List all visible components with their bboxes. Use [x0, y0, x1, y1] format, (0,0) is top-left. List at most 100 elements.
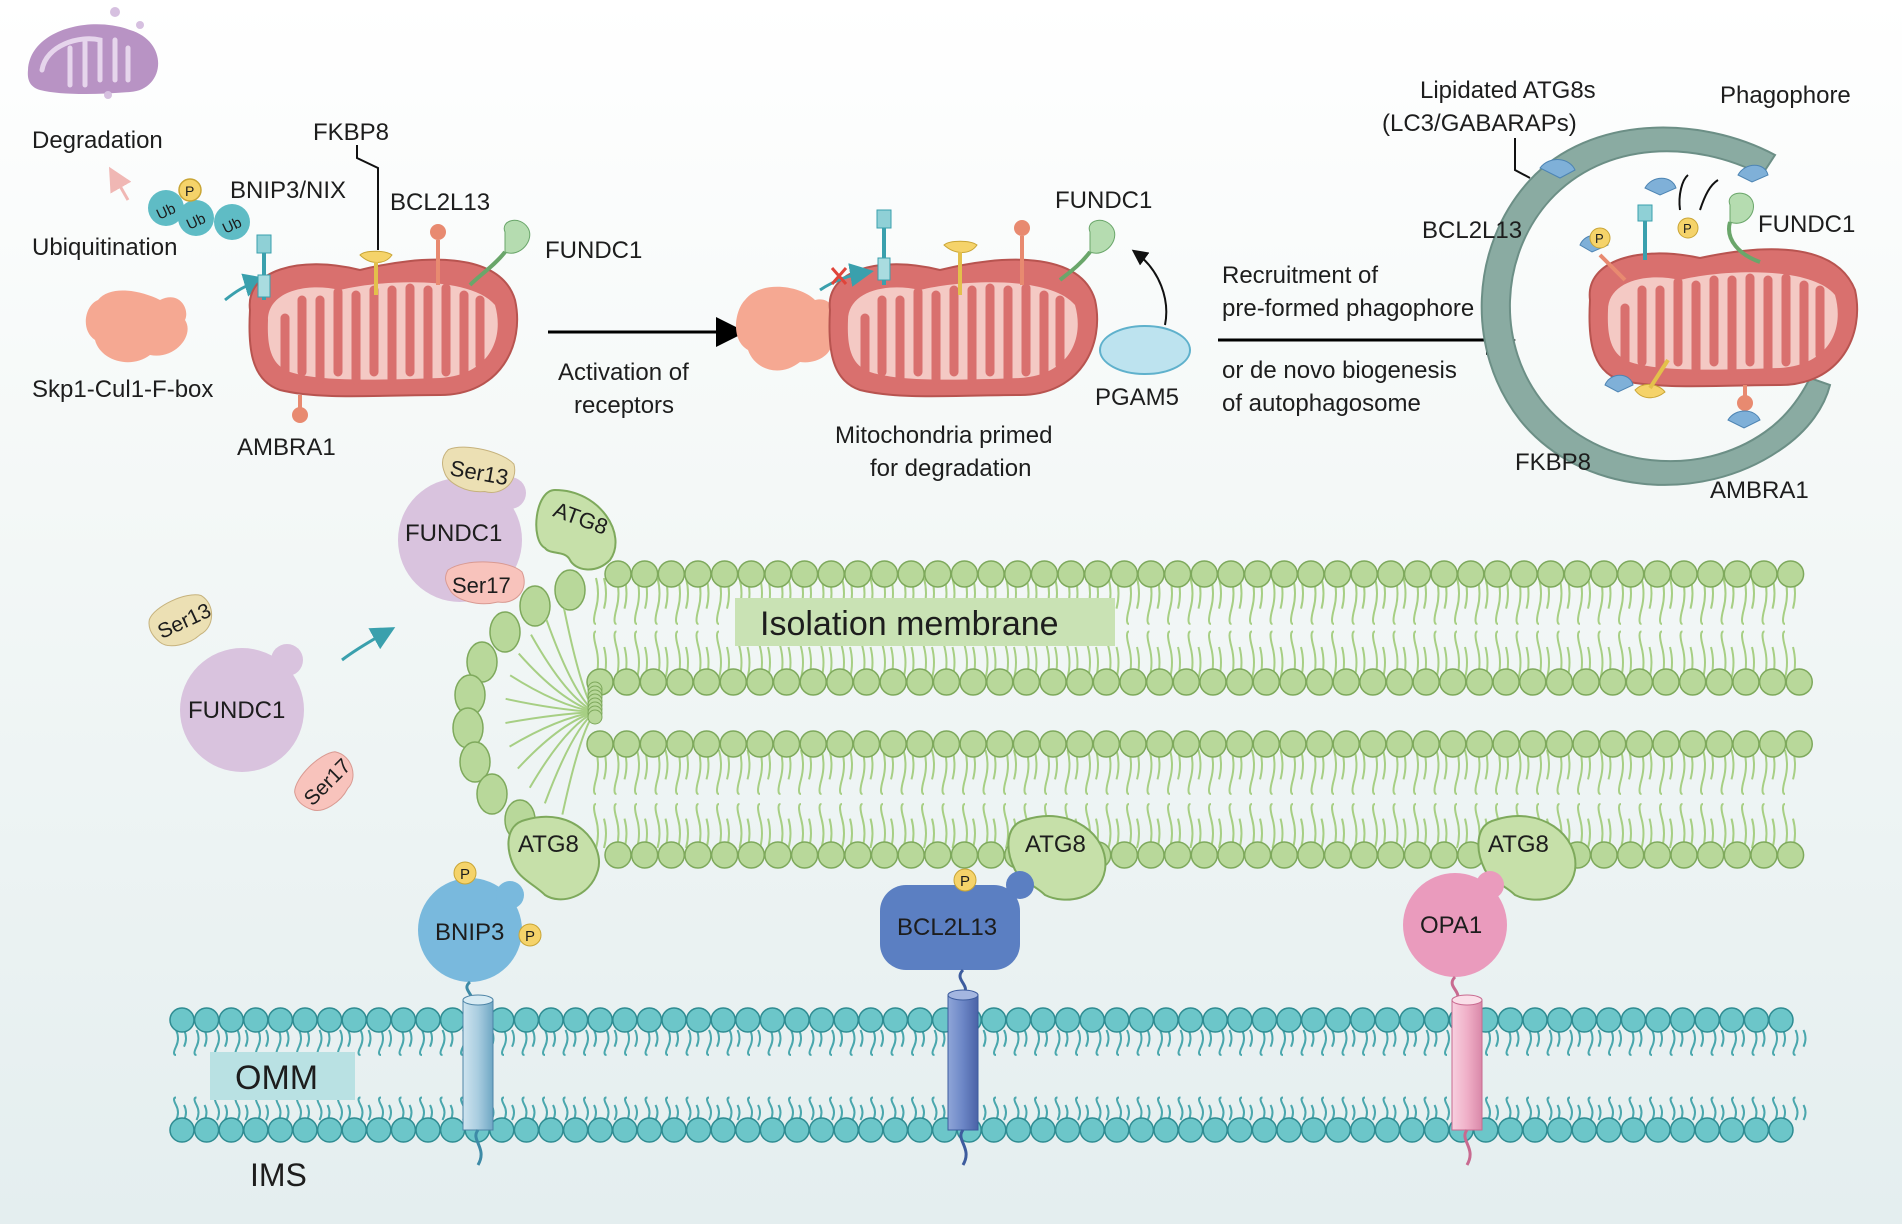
omm-lipid-tail: [890, 1096, 905, 1121]
lipid-head: [630, 841, 659, 869]
lipid-head: [1163, 841, 1192, 869]
lipid-head: [1412, 668, 1440, 696]
lipid-head: [1696, 841, 1725, 869]
lipid-tail: [1577, 803, 1591, 849]
omm-lipid-head: [1104, 1117, 1130, 1143]
lipid-head: [1110, 841, 1139, 869]
lipid-head: [1439, 730, 1467, 758]
omm-lipid-tail: [1218, 1029, 1233, 1056]
lipid-head: [719, 730, 747, 758]
lipid-head: [959, 730, 987, 758]
omm-lipid-head: [1227, 1117, 1253, 1143]
lipid-head: [1616, 841, 1645, 869]
omm-lipid-head: [538, 1007, 564, 1033]
lipid-head: [852, 730, 881, 758]
lipid-head: [1643, 841, 1672, 869]
lipid-head: [1598, 730, 1627, 758]
lipid-head: [1465, 668, 1494, 696]
omm-lipid-head: [710, 1117, 736, 1143]
omm-lipid-tail: [644, 1096, 659, 1121]
blocked-x-icon: [830, 267, 848, 285]
omm-label: OMM: [235, 1059, 318, 1097]
lipid-head: [844, 560, 872, 588]
omm-lipid-head: [193, 1117, 220, 1143]
lipid-head: [1670, 841, 1698, 869]
omm-lipid-head: [1645, 1007, 1671, 1033]
omm-lipid-tail: [1259, 1096, 1274, 1121]
omm-lipid-tail: [726, 1096, 741, 1121]
lipid-head: [1243, 841, 1272, 869]
lipid-head: [1705, 730, 1734, 758]
lipid-tail: [736, 749, 751, 795]
omm-lipid-tail: [1341, 1029, 1356, 1056]
lipid-head: [1190, 560, 1219, 588]
omm-lipid-tail: [521, 1029, 536, 1056]
fundc1-label-mid: FUNDC1: [1055, 187, 1152, 214]
lipid-head: [692, 668, 721, 696]
omm-lipid-head: [685, 1117, 712, 1143]
lipid-head: [657, 841, 686, 869]
omm-lipid-tail: [1505, 1096, 1520, 1121]
fkbp8-leader-line: [356, 145, 379, 250]
lipid-tail: [1126, 803, 1140, 849]
lipid-head: [1758, 730, 1787, 758]
skp1-blob-2: [735, 286, 835, 371]
omm-lipid-tail: [849, 1096, 864, 1121]
omm-lipid-tail: [1608, 1096, 1622, 1121]
recruit-line1: Recruitment of: [1222, 262, 1378, 289]
omm-lipid-tail: [1116, 1096, 1130, 1121]
omm-lipid-head: [1571, 1007, 1597, 1033]
lipid-head: [684, 560, 712, 588]
lipid-head: [1696, 560, 1725, 588]
fundc1-receptor-1: [468, 219, 531, 287]
lipid-head: [1385, 668, 1414, 696]
omm-lipid-head: [784, 1117, 810, 1143]
bnip3-nix-label: BNIP3/NIX: [230, 177, 346, 204]
omm-lipid-head: [1423, 1117, 1450, 1143]
lipid-head: [1350, 560, 1378, 588]
lipid-head: [1625, 668, 1654, 696]
omm-lipid-head: [661, 1007, 687, 1033]
omm-lipid-tail: [1136, 1096, 1151, 1121]
lipid-head: [1377, 560, 1405, 588]
lipid-head: [790, 560, 819, 588]
omm-lipid-head: [415, 1117, 441, 1143]
lipid-head: [737, 560, 765, 588]
omm-lipid-head: [169, 1007, 195, 1033]
bnip3-label: BNIP3: [435, 919, 504, 946]
activation-line2: receptors: [574, 392, 674, 419]
omm-lipid-head: [439, 1007, 466, 1033]
omm-lipid-head: [882, 1007, 909, 1033]
omm-lipid-head: [1276, 1117, 1302, 1143]
lipid-head: [1172, 668, 1201, 696]
omm-lipid-head: [858, 1007, 884, 1033]
bnip3-receptor-1: [256, 234, 272, 300]
omm-lipid-head: [513, 1117, 540, 1143]
lipid-head: [666, 668, 694, 696]
omm-lipid-tail: [624, 1029, 638, 1056]
omm-lipid-head: [1325, 1007, 1351, 1033]
lipid-head: [1678, 668, 1707, 696]
lipid-head: [1092, 668, 1121, 696]
omm-lipid-tail: [357, 1029, 372, 1056]
lipid-head: [1359, 668, 1387, 696]
lipid-head: [684, 841, 712, 869]
lipidated-line1: Lipidated ATG8s: [1420, 77, 1596, 104]
omm-lipid-tail: [357, 1096, 372, 1121]
lipid-head: [1323, 560, 1352, 588]
lipid-head: [959, 668, 987, 696]
lipid-tail: [1454, 749, 1468, 795]
lipid-head: [692, 730, 721, 758]
lipid-head: [1323, 841, 1352, 869]
omm-lipid-head: [808, 1007, 835, 1033]
lipid-head: [1225, 730, 1254, 758]
lipid-head: [1137, 841, 1165, 869]
omm-lipid-head: [1202, 1117, 1228, 1143]
lipid-head: [746, 668, 774, 696]
degraded-mitochondrion-icon: [27, 7, 159, 99]
omm-lipid-head: [1645, 1117, 1671, 1143]
omm-lipid-head: [1497, 1007, 1524, 1033]
lipid-tail: [921, 749, 935, 795]
skp1-complex-blob: [85, 290, 188, 363]
omm-lipid-head: [661, 1117, 687, 1143]
